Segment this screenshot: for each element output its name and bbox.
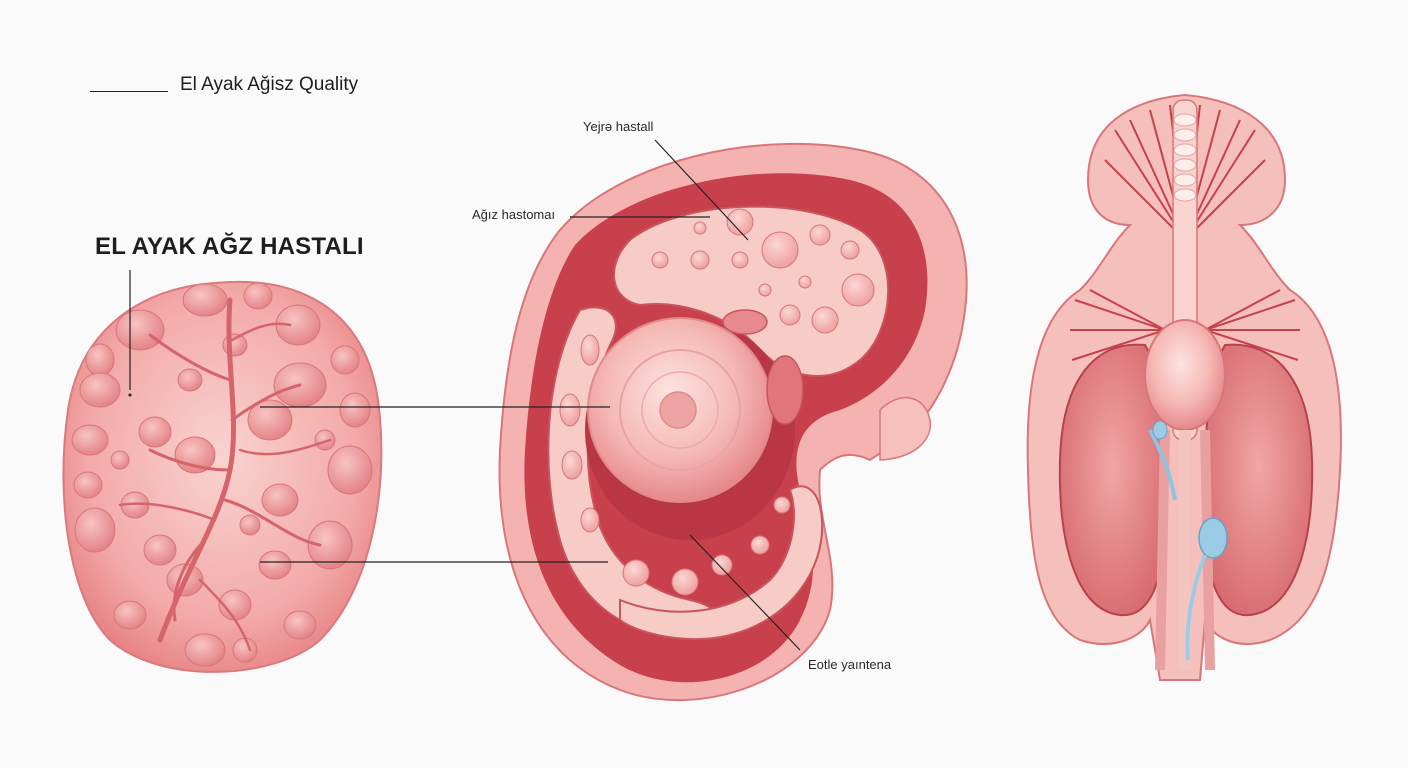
label-top: Yejrə hastall (583, 119, 654, 134)
lower-crescent-cells (622, 496, 791, 596)
side-fans (1070, 289, 1300, 361)
title-leader-dot (128, 393, 132, 397)
diagram-title: EL AYAK AĞZ HASTALI (95, 233, 364, 260)
header-caption: El Ayak Ağisz Quality (180, 74, 359, 95)
center-organ (498, 142, 968, 702)
trachea-rings (1173, 113, 1197, 202)
header-rule (90, 91, 168, 92)
bottom-label-leader (689, 534, 801, 651)
label-bottom: Eotle yaıntena (808, 657, 892, 672)
top-label-leader (654, 139, 749, 241)
left-organ-vessels (118, 297, 332, 652)
left-organ (62, 281, 383, 673)
leader-lines (129, 139, 801, 651)
upper-sac-cells (651, 208, 875, 334)
right-organ (1026, 93, 1342, 681)
label-middle: Ağız hastomaı (472, 207, 556, 222)
left-crescent-cells (559, 334, 600, 533)
left-organ-cells (71, 282, 373, 667)
